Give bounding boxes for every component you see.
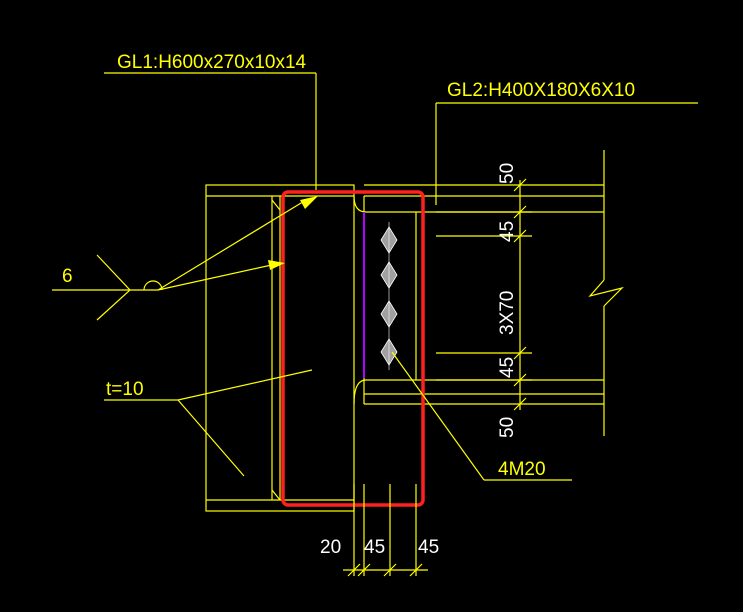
bolt-label: 4M20 — [498, 459, 546, 480]
dim-h-45-first: 45 — [364, 537, 385, 558]
gl2-label: GL2:H400X180X6X10 — [447, 80, 635, 101]
horizontal-dimension-chain: 20 45 45 — [320, 484, 439, 577]
dim-v-bottom-50: 50 — [497, 417, 518, 438]
weld-arrow-top — [300, 196, 318, 209]
dim-h-20: 20 — [320, 537, 341, 558]
dim-v-45-bottom: 45 — [497, 357, 518, 378]
gl1-column — [205, 184, 355, 512]
dim-v-45-top: 45 — [497, 221, 518, 242]
dim-v-top-50: 50 — [497, 163, 518, 184]
plate-thickness-group: t=10 — [104, 369, 313, 477]
gl2-label-group: GL2:H400X180X6X10 — [435, 80, 698, 205]
weld-arrow-mid — [268, 260, 285, 270]
vertical-dimension-chain: 50 45 3X70 45 50 — [436, 163, 532, 438]
bolt-group — [380, 222, 398, 370]
dim-v-3x70: 3X70 — [497, 291, 518, 335]
bolt-label-group: 4M20 — [391, 351, 572, 481]
plate-thickness-label: t=10 — [106, 379, 144, 400]
dim-h-45-second: 45 — [418, 537, 439, 558]
weld-symbol: 6 — [52, 196, 318, 321]
highlight-box — [281, 190, 425, 507]
weld-size-label: 6 — [62, 266, 73, 287]
gl1-label: GL1:H600x270x10x14 — [117, 52, 307, 73]
gl1-label-group: GL1:H600x270x10x14 — [104, 52, 317, 190]
